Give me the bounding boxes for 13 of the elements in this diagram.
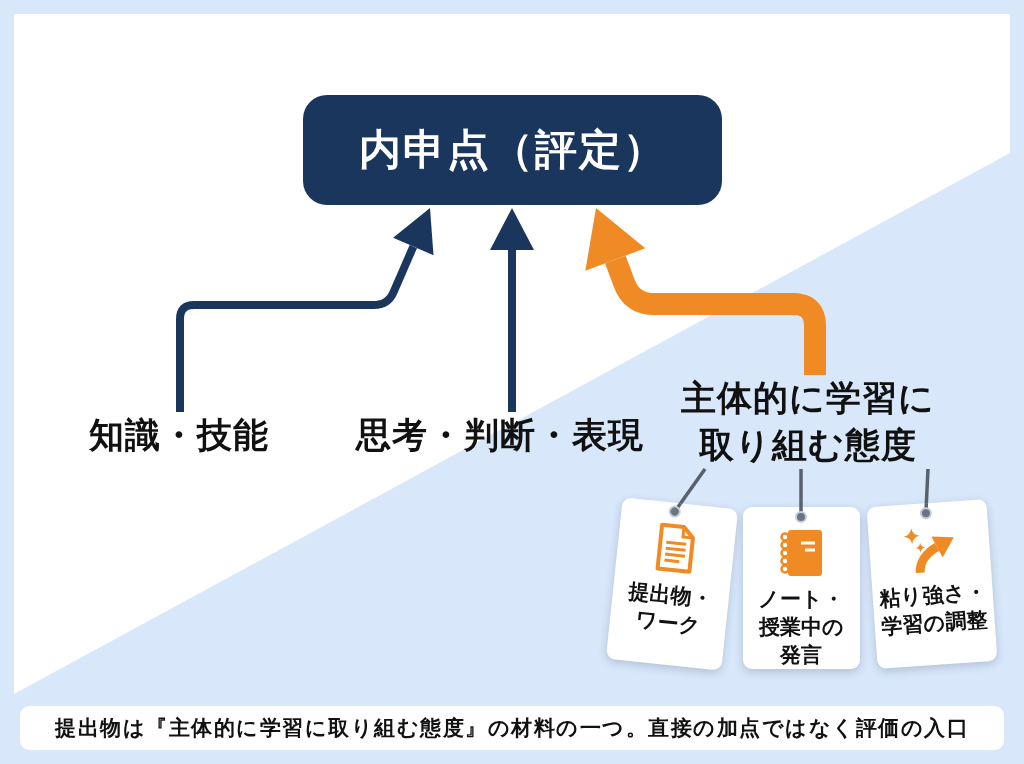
card-label: 提出物・ワーク: [626, 577, 715, 641]
leader-line: [667, 468, 707, 519]
tag-card: [742, 507, 860, 669]
leader-line: [919, 468, 933, 520]
leader-line: [794, 469, 808, 524]
category-label: 主体的に学習に取り組む態度: [673, 375, 943, 469]
category-label: 思考・判断・表現: [355, 412, 645, 459]
card-label: ノート・授業中の発言: [757, 586, 845, 669]
note-banner: 提出物は『主体的に学習に取り組む態度』の材料の一つ。直接の加点ではなく評価の入口: [20, 706, 1004, 750]
card-label: 粘り強さ・学習の調整: [877, 578, 990, 641]
heading-box: 内申点（評定）: [303, 95, 722, 205]
category-label: 知識・技能: [86, 412, 272, 459]
tag-card: [866, 499, 998, 669]
